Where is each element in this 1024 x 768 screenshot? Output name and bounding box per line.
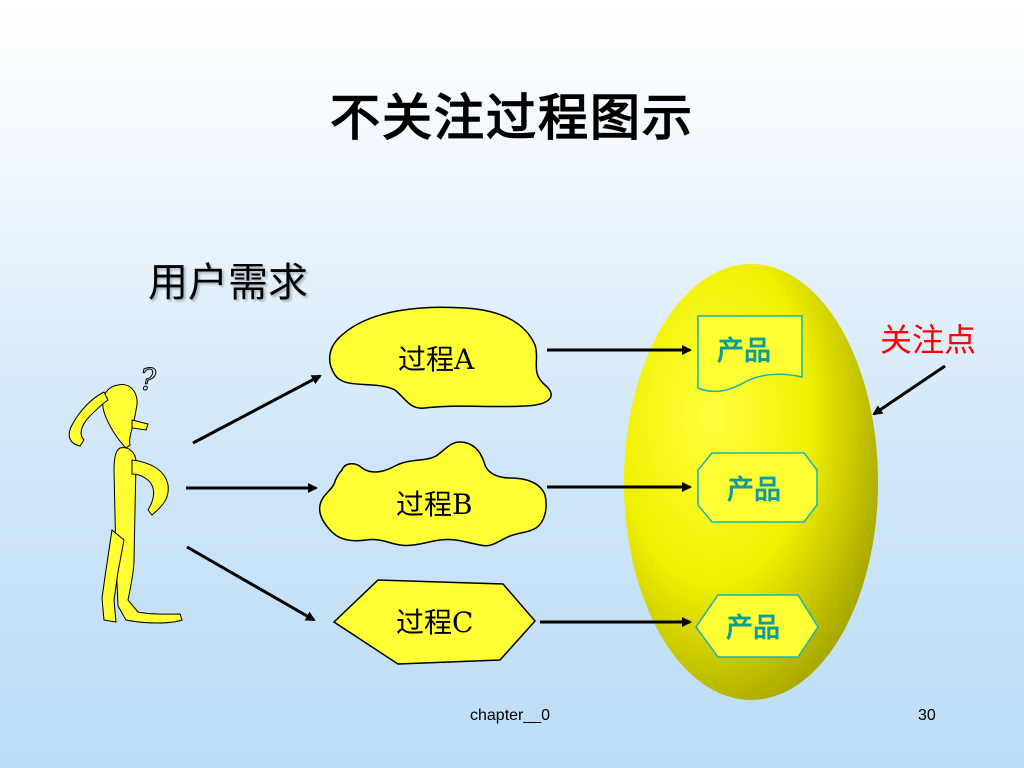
slide-title: 不关注过程图示 bbox=[330, 89, 694, 147]
arrow-to-process-a bbox=[192, 374, 322, 445]
product-label-2: 产品 bbox=[727, 475, 781, 506]
process-b-shape bbox=[318, 441, 547, 547]
process-a-label: 过程A bbox=[398, 343, 475, 376]
product-document-shape bbox=[697, 315, 803, 393]
page-number: 30 bbox=[918, 707, 936, 724]
product-label-1: 产品 bbox=[717, 336, 771, 367]
process-c-label: 过程C bbox=[396, 606, 473, 639]
process-c-shape bbox=[332, 579, 536, 665]
user-requirement-label: 用户需求 bbox=[148, 260, 308, 306]
process-b-label: 过程B bbox=[396, 488, 473, 521]
product-label-3: 产品 bbox=[726, 613, 780, 644]
product-octagon-shape bbox=[697, 452, 818, 523]
focus-arrow bbox=[872, 364, 946, 416]
arrow-to-process-c bbox=[186, 545, 316, 622]
thinking-person-icon bbox=[68, 384, 183, 624]
question-mark-icon: ? bbox=[140, 363, 157, 398]
footer-chapter: chapter__0 bbox=[470, 707, 551, 724]
product-hexagon-shape bbox=[695, 594, 819, 658]
process-a-shape bbox=[328, 306, 552, 409]
focus-point-label: 关注点 bbox=[880, 321, 977, 359]
